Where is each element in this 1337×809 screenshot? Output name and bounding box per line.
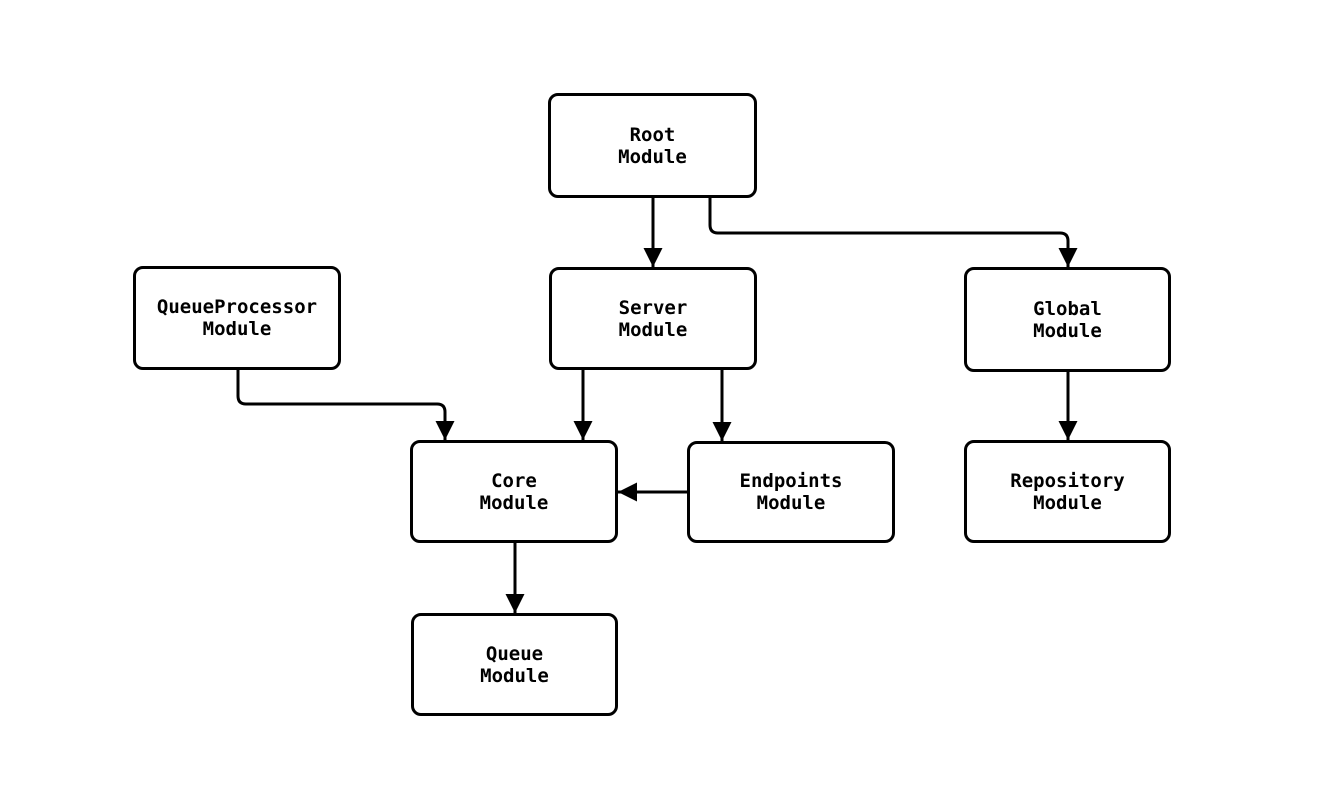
node-label-root-module: Root Module (618, 123, 687, 168)
node-label-queue-module: Queue Module (480, 642, 549, 687)
node-global-module: Global Module (964, 267, 1171, 372)
node-label-endpoints-module: Endpoints Module (739, 470, 843, 514)
node-label-repository-module: Repository Module (1010, 469, 1125, 514)
node-queue-module: Queue Module (411, 613, 618, 716)
node-label-global-module: Global Module (1033, 297, 1102, 342)
edge-group (236, 198, 1078, 613)
node-endpoints-module: Endpoints Module (687, 441, 895, 543)
node-root-module: Root Module (548, 93, 757, 198)
edge-root-module-to-global-module (708, 198, 1078, 267)
node-label-server-module: Server Module (618, 296, 688, 341)
node-label-core-module: Core Module (479, 469, 549, 514)
edge-queueprocessor-module-to-core-module (236, 370, 455, 440)
node-core-module: Core Module (410, 440, 618, 543)
node-repository-module: Repository Module (964, 440, 1171, 543)
node-label-queueprocessor-module: QueueProcessor Module (156, 296, 318, 340)
node-queueprocessor-module: QueueProcessor Module (133, 266, 341, 370)
node-server-module: Server Module (549, 267, 757, 370)
